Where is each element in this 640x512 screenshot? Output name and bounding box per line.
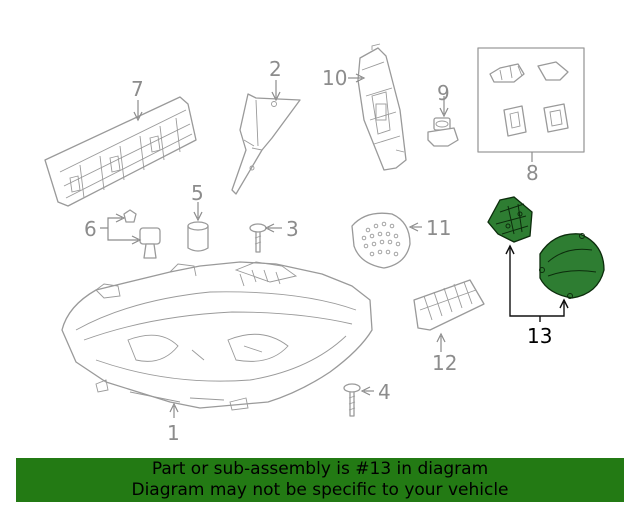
part-10-control-module bbox=[357, 43, 407, 171]
part-4-screw bbox=[343, 383, 361, 417]
callout-10: 10 bbox=[322, 66, 347, 90]
part-12-heat-sink bbox=[413, 279, 485, 331]
callout-5: 5 bbox=[191, 181, 204, 205]
part-13-led-module[interactable] bbox=[487, 196, 605, 299]
part-5-cap bbox=[187, 221, 209, 252]
callout-3: 3 bbox=[286, 217, 299, 241]
part-2-bracket bbox=[231, 93, 301, 195]
banner-line-1: Part or sub-assembly is #13 in diagram bbox=[151, 459, 489, 479]
info-banner: Part or sub-assembly is #13 in diagram D… bbox=[16, 458, 624, 502]
part-7-bracket bbox=[44, 96, 197, 207]
leader-lines-13 bbox=[505, 244, 569, 322]
part-3-screw bbox=[249, 223, 267, 253]
callout-12: 12 bbox=[432, 351, 457, 375]
callout-1: 1 bbox=[167, 421, 180, 445]
callout-9: 9 bbox=[437, 81, 450, 105]
callout-6: 6 bbox=[84, 217, 97, 241]
callout-4: 4 bbox=[378, 380, 391, 404]
callout-2: 2 bbox=[269, 57, 282, 81]
part-13-round-cover[interactable] bbox=[539, 233, 605, 299]
leader-lines bbox=[100, 73, 533, 418]
part-13-driver-board[interactable] bbox=[487, 196, 533, 243]
callout-7: 7 bbox=[131, 77, 144, 101]
callout-11: 11 bbox=[426, 216, 451, 240]
part-6-bulb-socket bbox=[123, 209, 161, 259]
callout-8: 8 bbox=[526, 161, 539, 185]
callout-13: 13 bbox=[527, 324, 552, 348]
banner-line-2: Diagram may not be specific to your vehi… bbox=[131, 480, 509, 500]
part-8-kit-box bbox=[477, 47, 585, 153]
part-1-headlamp bbox=[61, 261, 373, 411]
part-9-actuator bbox=[427, 117, 459, 147]
part-11-round-module bbox=[351, 212, 411, 269]
